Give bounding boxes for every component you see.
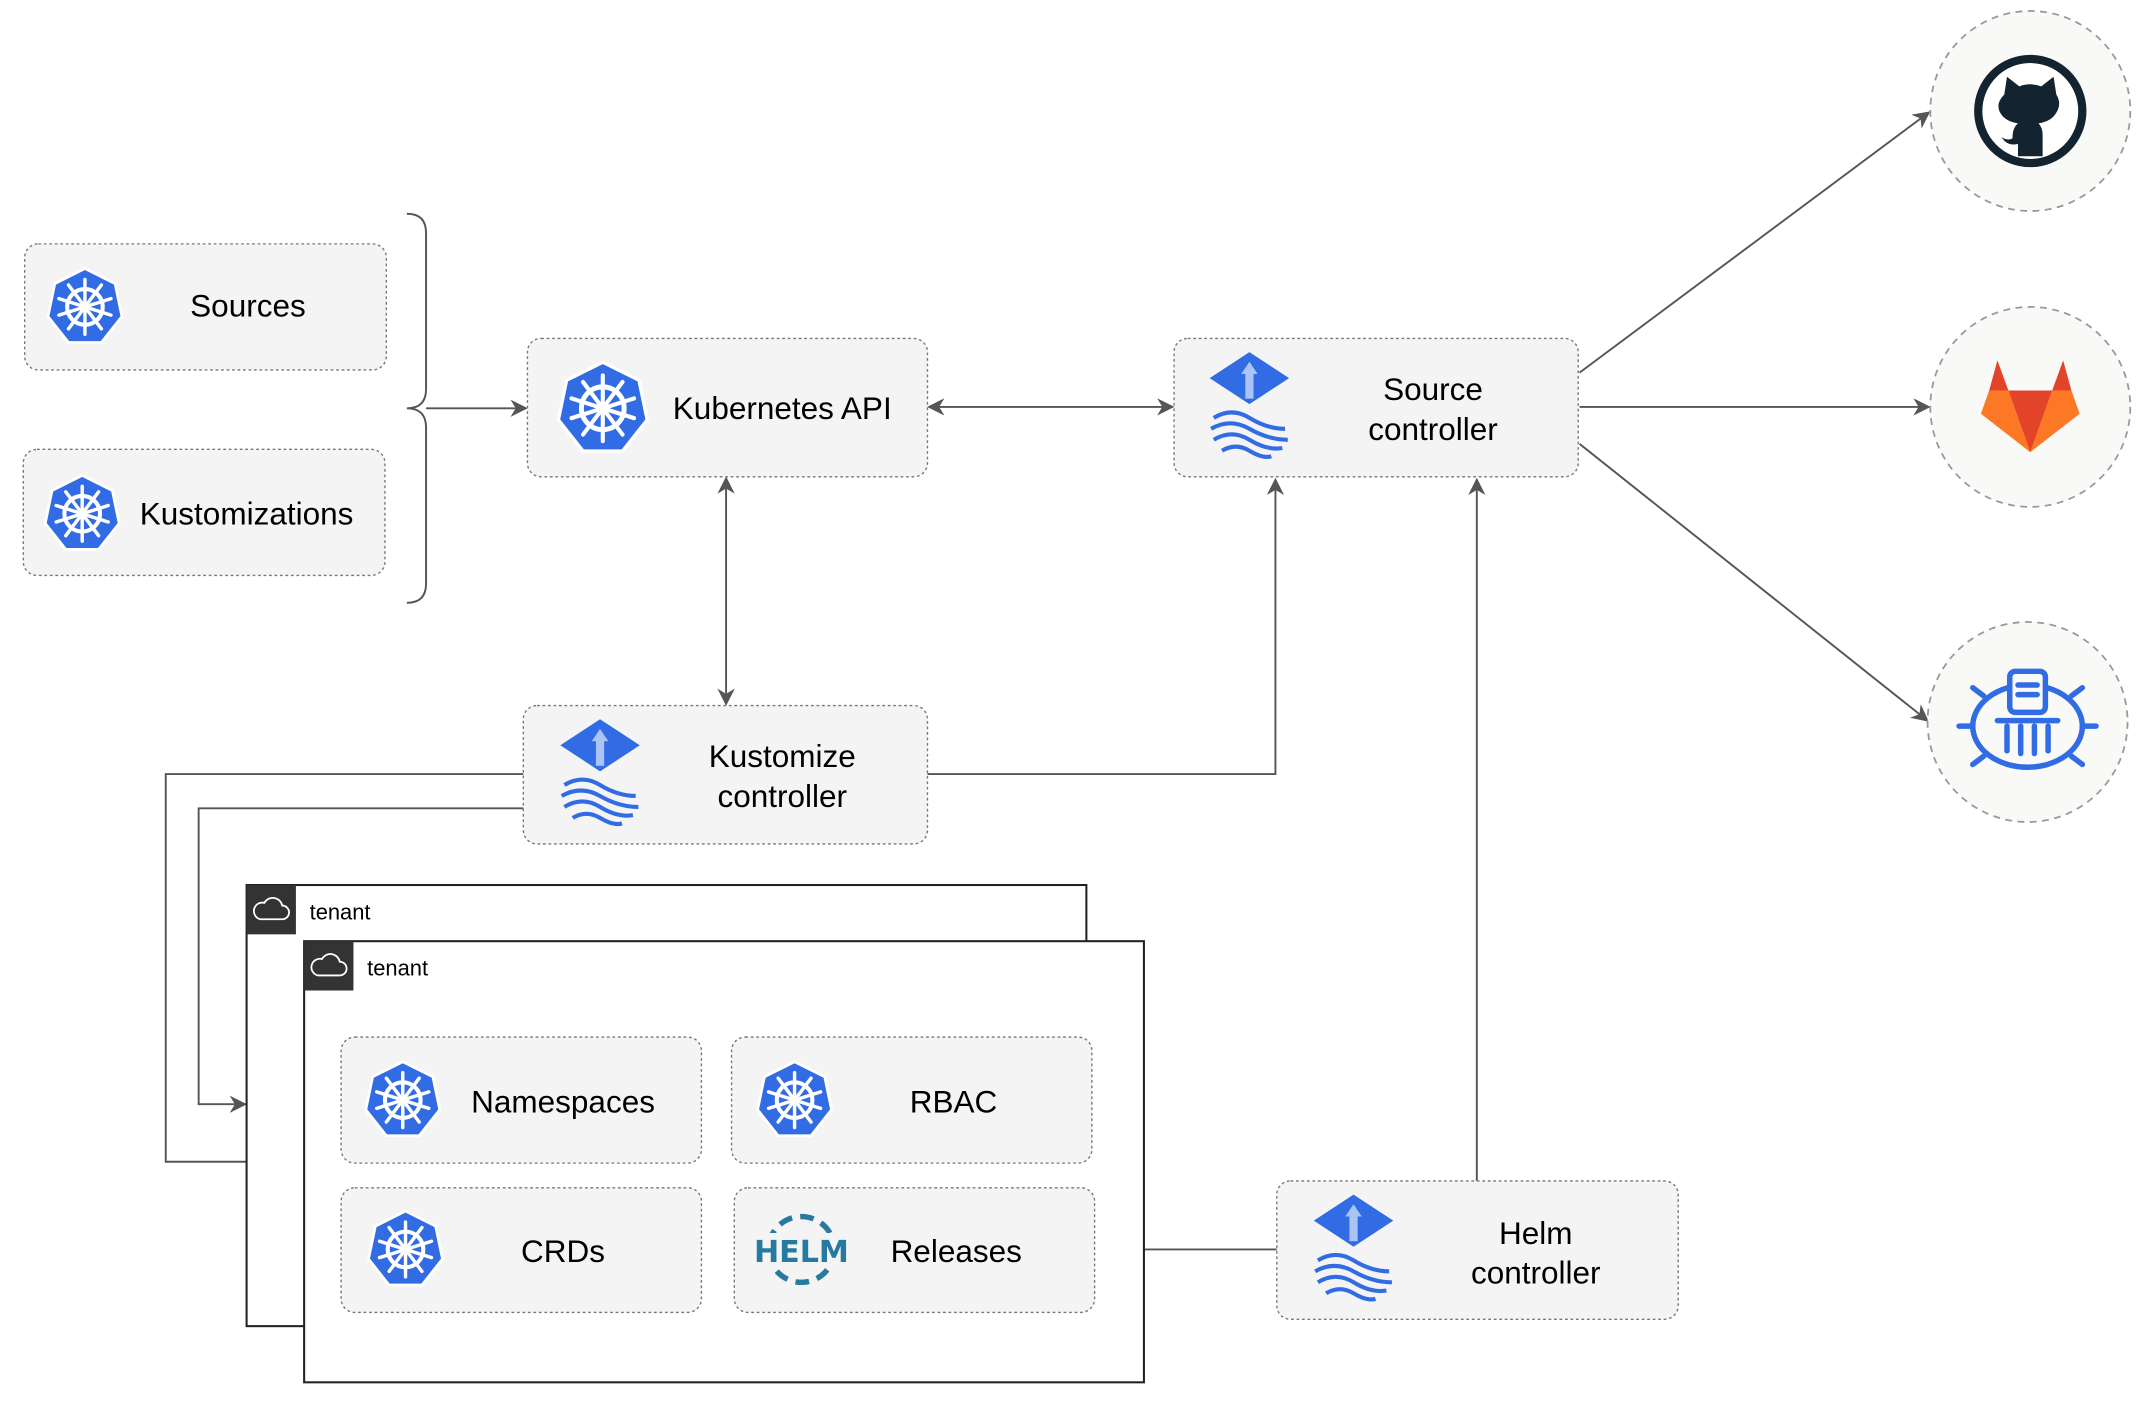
node-bucket[interactable] [1926,621,2129,823]
node-kubernetes-api[interactable]: Kubernetes API [526,337,929,478]
gitlab-icon [1980,360,2080,453]
svg-text:HELM: HELM [754,1235,849,1270]
edge-source-to-bucket [1578,443,1929,722]
source-controller-label-line1: Source [1383,371,1483,407]
kustomize-controller-label-line2: controller [717,778,847,814]
node-helm-controller[interactable]: Helm controller [1276,1180,1679,1320]
edge-kustomize-to-tenant-front [164,773,524,1171]
bucket-icon [1956,668,2099,770]
sources-label: Sources [190,287,306,323]
github-icon [1974,54,2087,168]
tenant-label: tenant [367,955,428,980]
edge-source-to-github [1579,111,1931,374]
helm-controller-label-line1: Helm [1499,1215,1573,1251]
crds-label: CRDs [521,1233,605,1269]
source-controller-label-line2: controller [1368,411,1498,447]
node-github[interactable] [1929,10,2132,212]
helm-logo-icon: HELM [753,1213,850,1286]
node-gitlab[interactable] [1929,306,2132,508]
kubernetes-api-label: Kubernetes API [673,390,892,426]
edge-kustomize-to-source [927,477,1285,776]
tenant-label: tenant [310,899,371,924]
edge-kustomize-to-tenant-back [197,807,524,1113]
releases-label: Releases [891,1233,1022,1269]
kustomizations-label: Kustomizations [140,496,354,532]
kustomize-controller-label-line1: Kustomize [709,738,856,774]
node-rbac[interactable]: RBAC [730,1036,1093,1164]
node-sources[interactable]: Sources [23,243,388,371]
namespaces-label: Namespaces [471,1083,655,1119]
helm-controller-label-line2: controller [1471,1255,1601,1291]
node-namespaces[interactable]: Namespaces [340,1036,703,1164]
node-kustomize-controller[interactable]: Kustomize controller [522,704,929,845]
node-releases[interactable]: HELM Releases [733,1187,1096,1314]
edge-brace [406,212,428,604]
node-kustomizations[interactable]: Kustomizations [22,448,386,577]
node-source-controller[interactable]: Source controller [1173,337,1579,478]
rbac-label: RBAC [910,1083,998,1119]
node-crds[interactable]: CRDs [340,1187,703,1314]
